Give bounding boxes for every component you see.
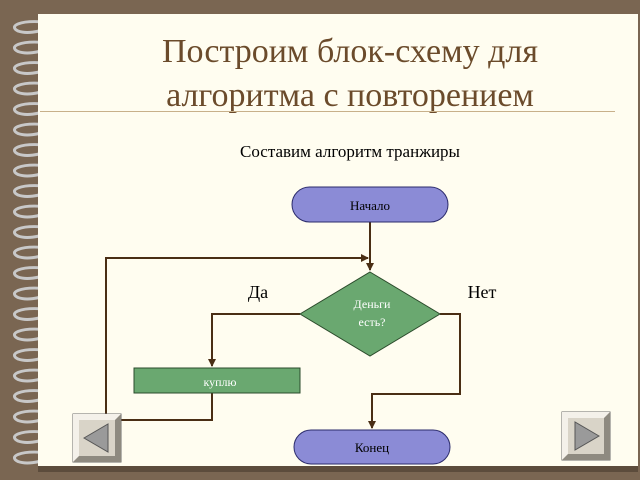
prev-slide-button[interactable] bbox=[72, 413, 122, 463]
action-block bbox=[133, 367, 301, 394]
connector-no-to-end bbox=[368, 313, 461, 429]
yes-label: Да bbox=[248, 282, 268, 302]
title-divider bbox=[40, 111, 615, 112]
title-line-2: алгоритма с повторением bbox=[166, 77, 534, 114]
decision-label-line-2: есть? bbox=[359, 315, 386, 329]
end-terminator bbox=[293, 429, 451, 465]
triangle-left-icon bbox=[83, 423, 109, 453]
next-slide-button[interactable] bbox=[561, 411, 611, 461]
decision-diamond bbox=[299, 271, 441, 357]
page-shadow bbox=[38, 466, 638, 472]
connector-yes-to-action bbox=[208, 313, 300, 367]
slide-subtitle: Составим алгоритм транжиры bbox=[240, 142, 460, 161]
slide-title: Построим блок-схему для алгоритма с повт… bbox=[70, 30, 630, 118]
start-terminator bbox=[291, 186, 449, 223]
decision-label-line-1: Деньги bbox=[354, 297, 391, 311]
start-terminator-label: Начало bbox=[350, 198, 390, 213]
connector-loop-back bbox=[105, 254, 369, 421]
action-block-label: куплю bbox=[203, 375, 236, 389]
triangle-right-icon bbox=[574, 421, 600, 451]
title-line-1: Построим блок-схему для bbox=[161, 33, 539, 70]
no-label: Нет bbox=[468, 282, 497, 302]
end-terminator-label: Конец bbox=[355, 440, 389, 455]
